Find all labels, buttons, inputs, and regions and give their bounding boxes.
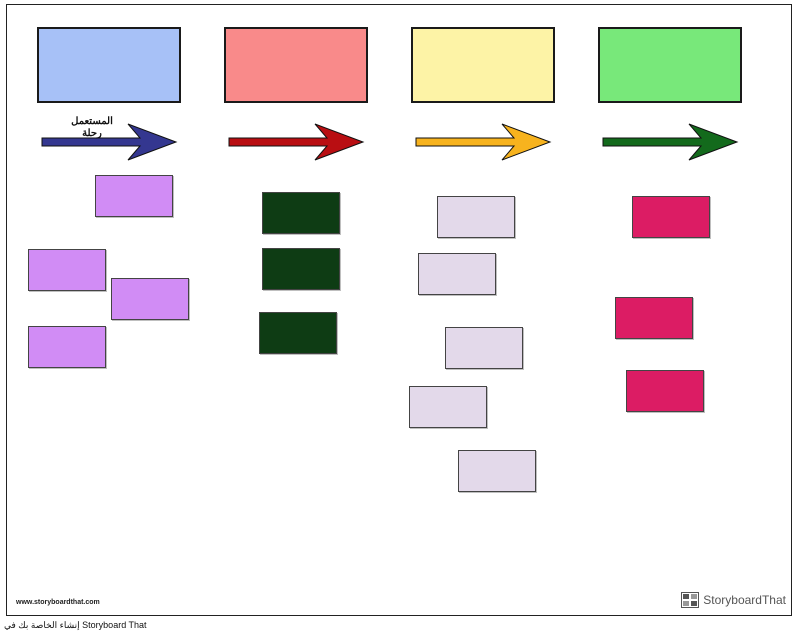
card-purple-2 [28, 249, 106, 291]
arrow-blue [41, 123, 178, 161]
card-lavender-3 [445, 327, 523, 369]
card-darkgreen-1 [262, 192, 340, 234]
arrow-red [228, 123, 365, 161]
header-box-green [598, 27, 742, 103]
header-box-red [224, 27, 368, 103]
card-lavender-2 [418, 253, 496, 295]
arrow-yellow [415, 123, 552, 161]
header-box-blue [37, 27, 181, 103]
card-purple-3 [111, 278, 189, 320]
arrow-label: المستعمل رحلة [71, 116, 113, 139]
header-box-yellow [411, 27, 555, 103]
card-lavender-1 [437, 196, 515, 238]
arrow-green [602, 123, 739, 161]
card-magenta-2 [615, 297, 693, 339]
card-purple-4 [28, 326, 106, 368]
brand-logo[interactable]: StoryboardThat [681, 591, 786, 609]
card-magenta-1 [632, 196, 710, 238]
brand-name: StoryboardThat [703, 593, 786, 607]
card-darkgreen-2 [262, 248, 340, 290]
card-darkgreen-3 [259, 312, 337, 354]
card-magenta-3 [626, 370, 704, 412]
storyboardthat-logo-icon [681, 592, 700, 608]
card-lavender-5 [458, 450, 536, 492]
footer-url[interactable]: www.storyboardthat.com [16, 599, 100, 606]
card-lavender-4 [409, 386, 487, 428]
card-purple-1 [95, 175, 173, 217]
credit-line: إنشاء الخاصة بك في Storyboard That [4, 620, 147, 630]
